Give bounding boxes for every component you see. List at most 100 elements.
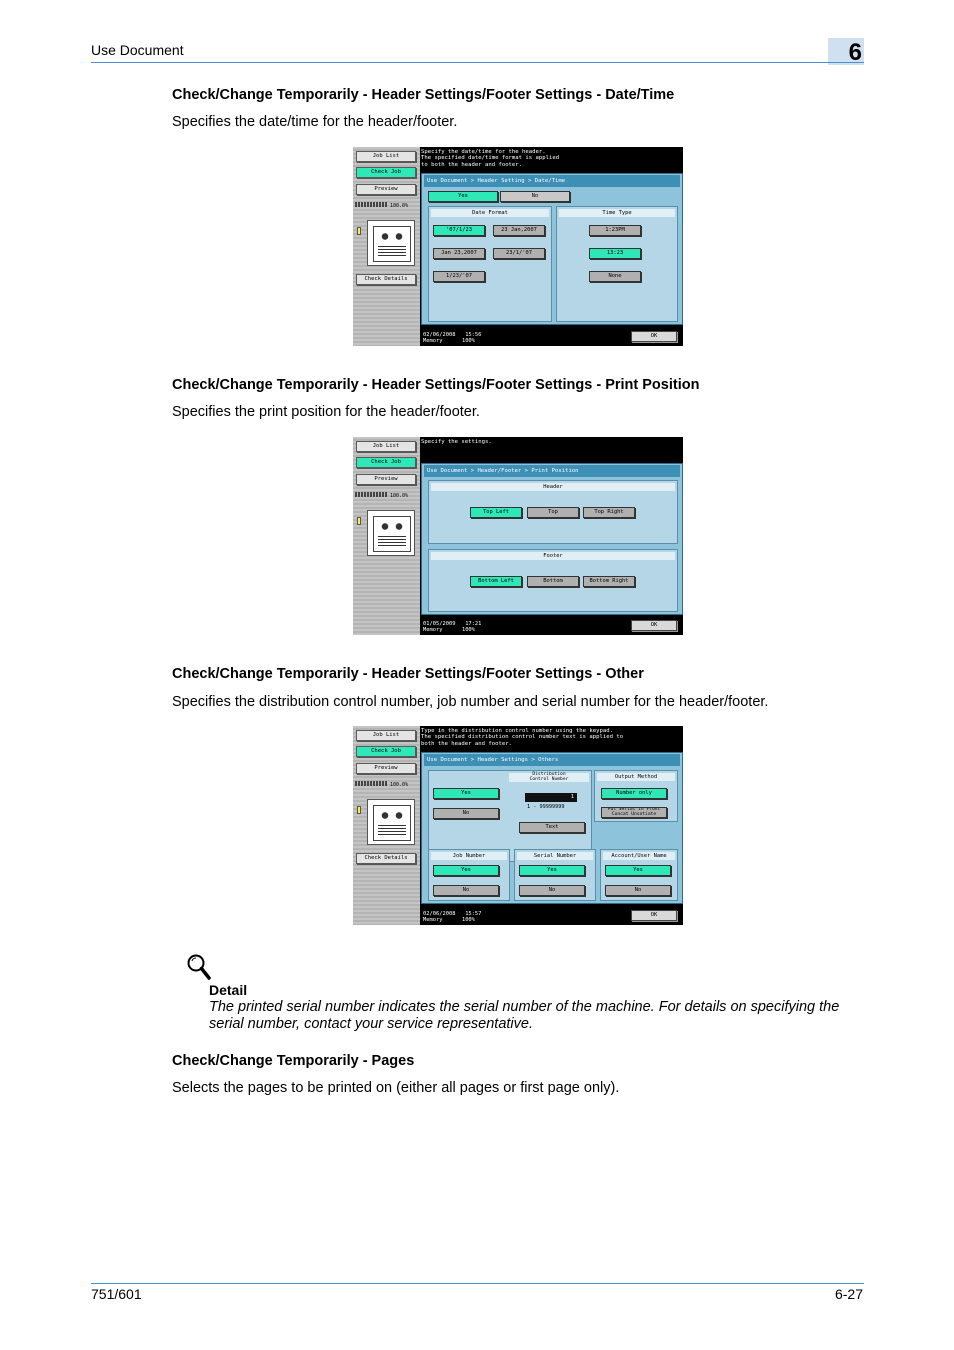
number-range: 1 - 99999999 [527,804,565,810]
settings-panel: Use Document > Header/Footer > Print Pos… [421,463,683,615]
top-button[interactable]: Top [527,507,579,518]
job-list-button[interactable]: Job List [356,730,416,741]
no-button[interactable]: No [500,191,570,202]
output-method-group: Output Method Number only Put Serial in … [594,770,678,822]
time-type-group: Time Type 1:23PM 13:23 None [556,206,678,322]
check-details-button[interactable]: Check Details [356,853,416,864]
check-job-button[interactable]: Check Job [356,167,416,178]
no-button[interactable]: No [433,808,499,819]
date-format-option[interactable]: '07/1/23 [433,225,485,236]
model-number: 751/601 [91,1286,142,1302]
status-datetime: 02/06/2008 15:56 Memory 100% [423,332,482,344]
marker-icon [357,806,361,814]
page-number: 6-27 [834,1286,863,1302]
marker-icon [357,517,361,525]
time-type-label: Time Type [559,209,675,217]
settings-panel: Use Document > Header Setting > Date/Tim… [421,173,683,325]
section-heading: Check/Change Temporarily - Pages [172,1053,415,1069]
magnifier-icon [187,954,211,980]
footer-group: Footer Bottom Left Bottom Bottom Right [428,549,678,612]
screenshot-date-time: Job List Check Job Preview 100.0% Check … [353,147,683,346]
number-only-button[interactable]: Number only [601,788,667,799]
job-number-group: Job Number Yes No [428,849,510,901]
section-heading: Check/Change Temporarily - Header Settin… [172,377,700,393]
no-button[interactable]: No [433,885,499,896]
no-button[interactable]: No [605,885,671,896]
breadcrumb: Use Document > Header Setting > Date/Tim… [424,175,680,187]
sidebar: Job List Check Job Preview 100.0% [353,437,420,635]
zoom-label: 100.0% [355,492,408,499]
screenshot-other: Job List Check Job Preview 100.0% Check … [353,726,683,925]
job-list-button[interactable]: Job List [356,441,416,452]
yes-button[interactable]: Yes [433,788,499,799]
time-type-option[interactable]: 1:23PM [589,225,641,236]
breadcrumb: Use Document > Header Settings > Others [424,754,680,766]
sidebar: Job List Check Job Preview 100.0% Check … [353,147,420,346]
top-right-button[interactable]: Top Right [583,507,635,518]
output-method-label: Output Method [597,773,675,781]
bottom-right-button[interactable]: Bottom Right [583,576,635,587]
date-format-option[interactable]: 1/23/'07 [433,271,485,282]
page-preview-icon [367,510,415,556]
status-datetime: 02/06/2008 15:57 Memory 100% [423,911,482,923]
sidebar: Job List Check Job Preview 100.0% Check … [353,726,420,925]
detail-title: Detail [209,982,248,998]
zoom-label: 100.0% [355,781,408,788]
screenshot-print-position: Job List Check Job Preview 100.0% Specif… [353,437,683,635]
put-serial-button[interactable]: Put Serial in Front Concat Unsatiate [601,807,667,818]
instruction-message: Type in the distribution control number … [421,728,624,747]
yes-button[interactable]: Yes [605,865,671,876]
job-number-label: Job Number [431,852,507,860]
ok-button[interactable]: OK [631,331,677,342]
zoom-value: 100.0% [390,203,409,209]
footer-label: Footer [431,552,675,560]
date-format-option[interactable]: Jan 23,2007 [433,248,485,259]
footer-rule [91,1283,864,1284]
breadcrumb: Use Document > Header/Footer > Print Pos… [424,465,680,477]
account-group: Account/User Name Yes No [600,849,678,901]
instruction-message: Specify the settings. [421,439,492,445]
serial-number-group: Serial Number Yes No [514,849,596,901]
check-job-button[interactable]: Check Job [356,457,416,468]
check-job-button[interactable]: Check Job [356,746,416,757]
page-preview-icon [367,799,415,845]
check-details-button[interactable]: Check Details [356,274,416,285]
yes-button[interactable]: Yes [519,865,585,876]
preview-button[interactable]: Preview [356,474,416,485]
time-type-option[interactable]: None [589,271,641,282]
no-button[interactable]: No [519,885,585,896]
preview-button[interactable]: Preview [356,763,416,774]
marker-icon [357,227,361,235]
header-group: Header Top Left Top Top Right [428,480,678,544]
settings-panel: Use Document > Header Settings > Others … [421,752,683,904]
section-description: Specifies the distribution control numbe… [172,694,769,710]
detail-body: The printed serial number indicates the … [209,999,840,1032]
account-label: Account/User Name [603,852,675,860]
running-header: Use Document [91,42,184,58]
page-preview-icon [367,220,415,266]
bottom-left-button[interactable]: Bottom Left [470,576,522,587]
serial-number-label: Serial Number [517,852,593,860]
number-display: 1 [525,793,577,802]
zoom-value: 100.0% [390,782,409,788]
time-type-option[interactable]: 13:23 [589,248,641,259]
zoom-label: 100.0% [355,202,408,209]
section-description: Specifies the date/time for the header/f… [172,114,458,130]
top-left-button[interactable]: Top Left [470,507,522,518]
status-bar: 02/06/2008 15:57 Memory 100% OK [421,906,683,925]
distribution-group: Distribution Control Number Yes No 1 1 -… [428,770,592,862]
date-format-option[interactable]: 23/1/'07 [493,248,545,259]
yes-button[interactable]: Yes [433,865,499,876]
date-format-option[interactable]: 23 Jan,2007 [493,225,545,236]
section-description: Selects the pages to be printed on (eith… [172,1080,620,1096]
job-list-button[interactable]: Job List [356,151,416,162]
preview-button[interactable]: Preview [356,184,416,195]
yes-button[interactable]: Yes [428,191,498,202]
status-datetime: 01/05/2009 17:21 Memory 100% [423,621,482,633]
header-label: Header [431,483,675,491]
text-button[interactable]: Text [519,822,585,833]
ok-button[interactable]: OK [631,910,677,921]
bottom-button[interactable]: Bottom [527,576,579,587]
zoom-value: 100.0% [390,493,409,499]
ok-button[interactable]: OK [631,620,677,631]
